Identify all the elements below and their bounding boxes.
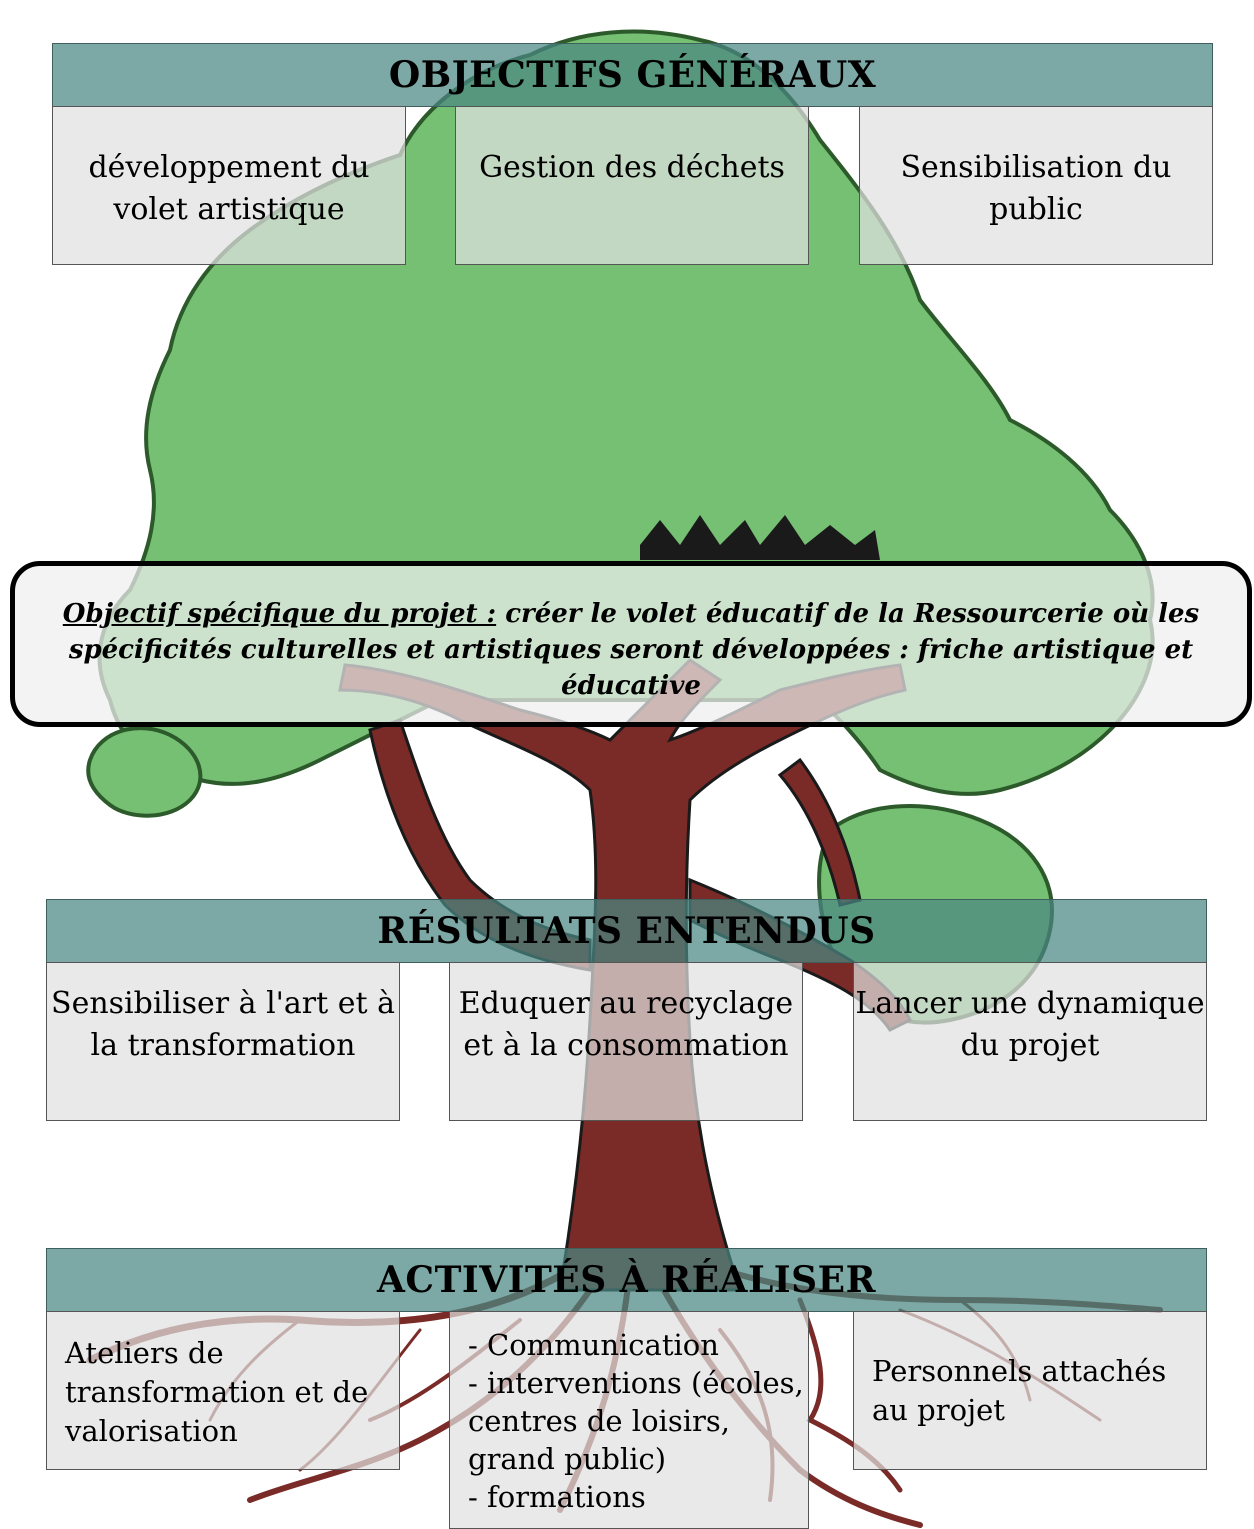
objective-awareness-box: Sensibilisation du public (859, 106, 1213, 265)
activity-workshops-box: Ateliers de transformation et de valoris… (46, 1311, 400, 1470)
objective-artistic-box: développement du volet artistique (52, 106, 406, 265)
result-dynamic-text: Lancer une dynamique du projet (855, 986, 1205, 1063)
result-recycling-text: Eduquer au recyclage et à la consommatio… (458, 986, 794, 1063)
activity-communication-box: - Communication - interventions (écoles,… (449, 1311, 809, 1529)
expected-results-title: RÉSULTATS ENTENDUS (46, 899, 1207, 963)
result-dynamic-box: Lancer une dynamique du projet (853, 962, 1207, 1121)
general-objectives-title: OBJECTIFS GÉNÉRAUX (52, 43, 1213, 107)
result-art-text: Sensibiliser à l'art et à la transformat… (51, 986, 395, 1063)
activity-staff-text: Personnels attachés au projet (872, 1354, 1167, 1427)
activity-workshops-text: Ateliers de transformation et de valoris… (65, 1336, 369, 1448)
specific-objective-box: Objectif spécifique du projet : créer le… (10, 561, 1252, 727)
objective-artistic-text: développement du volet artistique (88, 150, 370, 227)
specific-objective-lead: Objectif spécifique du projet : (62, 599, 497, 629)
result-recycling-box: Eduquer au recyclage et à la consommatio… (449, 962, 803, 1121)
dark-foliage (640, 515, 880, 560)
activities-title: ACTIVITÉS À RÉALISER (46, 1248, 1207, 1312)
activity-communication-text: - Communication - interventions (écoles,… (468, 1328, 804, 1514)
specific-objective-text: créer le volet éducatif de la Ressourcer… (68, 599, 1200, 701)
objective-waste-text: Gestion des déchets (479, 150, 785, 185)
objective-waste-box: Gestion des déchets (455, 106, 809, 265)
activity-staff-box: Personnels attachés au projet (853, 1311, 1207, 1470)
objective-awareness-text: Sensibilisation du public (900, 150, 1172, 227)
result-art-box: Sensibiliser à l'art et à la transformat… (46, 962, 400, 1121)
